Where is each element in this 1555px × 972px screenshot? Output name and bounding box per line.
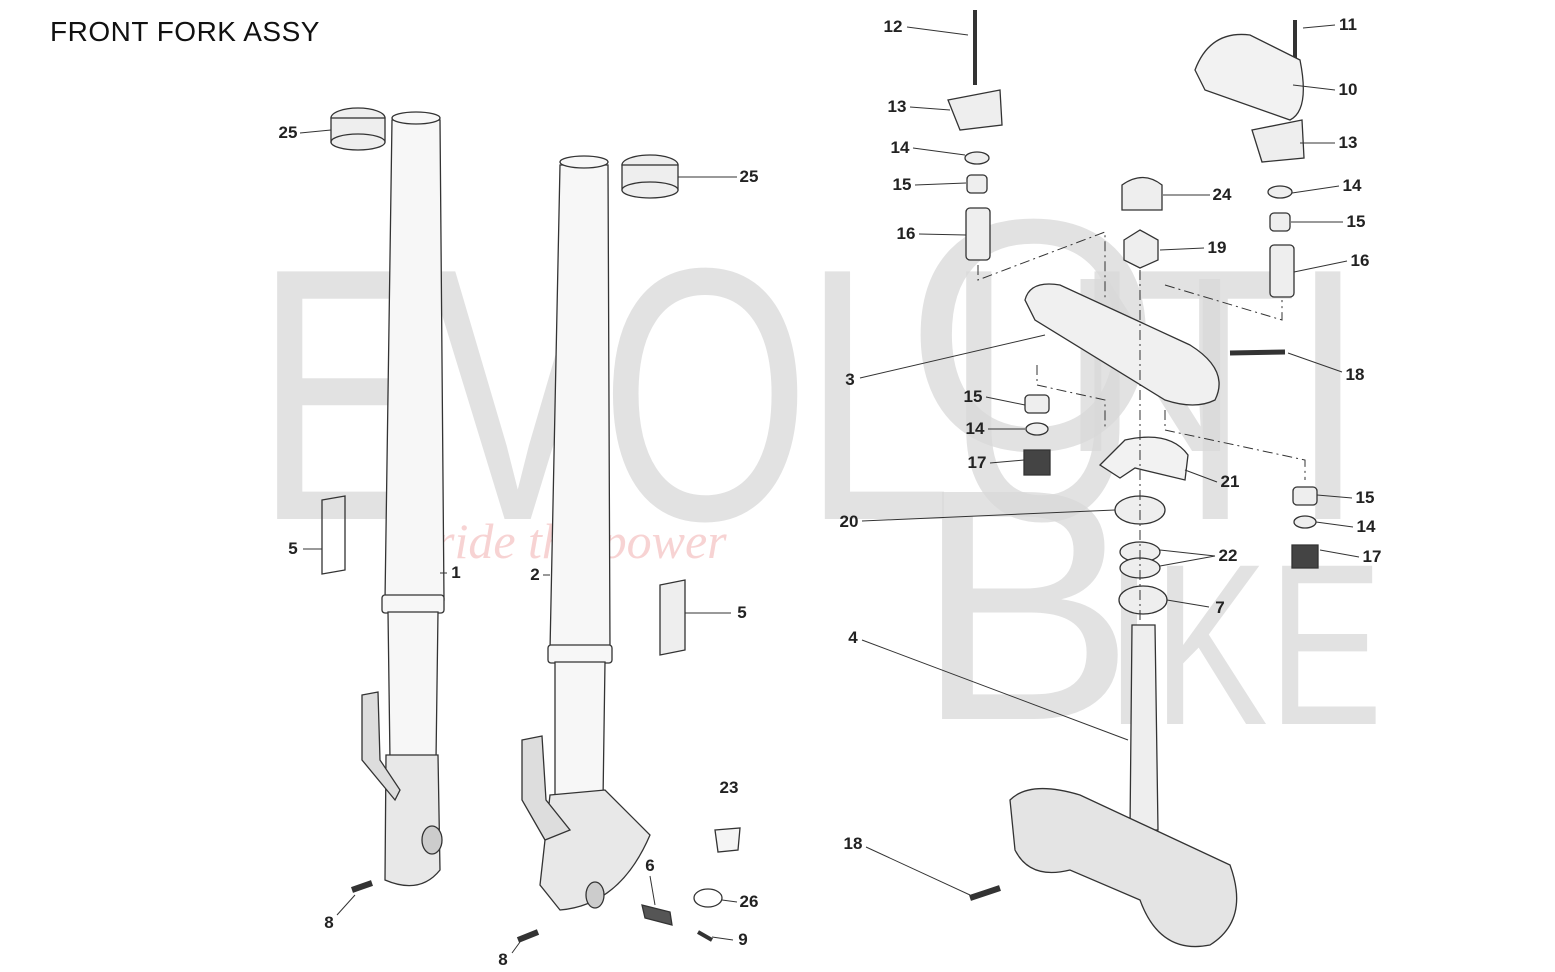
screw-9 (697, 930, 713, 942)
watermark-b: B (915, 420, 1136, 789)
page-title: FRONT FORK ASSY (50, 16, 320, 47)
callout-19: 19 (1207, 238, 1227, 257)
sticker-5a (321, 495, 346, 575)
screw-8b (516, 929, 540, 943)
callout-17: 17 (967, 453, 987, 472)
callout-17: 17 (1362, 547, 1382, 566)
top-triple-clamp-3 (1024, 283, 1220, 406)
dashed-guide-lines (977, 231, 1306, 620)
callout-5: 5 (288, 539, 298, 558)
callout-15: 15 (892, 175, 912, 194)
callout-3: 3 (845, 370, 855, 389)
callout-6: 6 (645, 856, 655, 875)
callout-4: 4 (848, 628, 858, 647)
callout-15: 15 (963, 387, 983, 406)
callout-21: 21 (1220, 472, 1240, 491)
callout-25: 25 (278, 123, 298, 142)
callout-14: 14 (965, 419, 985, 438)
callout-18: 18 (843, 834, 863, 853)
callout-16: 16 (1350, 251, 1370, 270)
callout-8: 8 (324, 913, 334, 932)
callout-9: 9 (738, 930, 748, 949)
callout-5: 5 (737, 603, 747, 622)
callout-26: 26 (739, 892, 759, 911)
sensor-6 (641, 904, 673, 926)
callout-25: 25 (739, 167, 759, 186)
callout-20: 20 (839, 512, 859, 531)
callout-8: 8 (498, 950, 508, 969)
bearing-7 (1118, 585, 1168, 615)
callout-7: 7 (1215, 598, 1225, 617)
fork-cap-25b (621, 154, 679, 199)
callout-10: 10 (1338, 80, 1358, 99)
fork-leg-1 (361, 111, 445, 887)
callout-22: 22 (1218, 546, 1238, 565)
callout-13: 13 (1338, 133, 1358, 152)
clamp-10 (1194, 33, 1304, 121)
washers-spacers-nuts (964, 151, 1295, 298)
steering-stem-4 (1129, 624, 1159, 831)
right-fastener-stack (1291, 486, 1319, 569)
callout-14: 14 (890, 138, 910, 157)
callout-23: 23 (719, 778, 739, 797)
sticker-5b (659, 579, 686, 656)
callout-14: 14 (1342, 176, 1362, 195)
fork-cap-25a (330, 107, 386, 151)
riser-13b (1251, 119, 1305, 163)
callout-18: 18 (1345, 365, 1365, 384)
callout-15: 15 (1346, 212, 1366, 231)
callout-14: 14 (1356, 517, 1376, 536)
screw-8a (351, 880, 373, 893)
callout-2: 2 (530, 565, 540, 584)
clip-23 (714, 827, 741, 853)
callout-12: 12 (883, 17, 903, 36)
callout-15: 15 (1355, 488, 1375, 507)
callout-1: 1 (451, 563, 461, 582)
left-fastener-stack (1023, 394, 1051, 476)
bolt-18-bottom (969, 885, 1001, 901)
callout-24: 24 (1212, 185, 1232, 204)
riser-13a (947, 89, 1003, 131)
fork-leg-2 (521, 155, 651, 911)
callout-11: 11 (1339, 15, 1357, 34)
plate-21 (1098, 436, 1189, 481)
bolt-18-top (1229, 349, 1286, 356)
clamp-26 (693, 888, 723, 908)
bottom-triple-clamp (1009, 787, 1238, 948)
leader-lines (299, 24, 1360, 954)
callout-16: 16 (896, 224, 916, 243)
callout-13: 13 (887, 97, 907, 116)
